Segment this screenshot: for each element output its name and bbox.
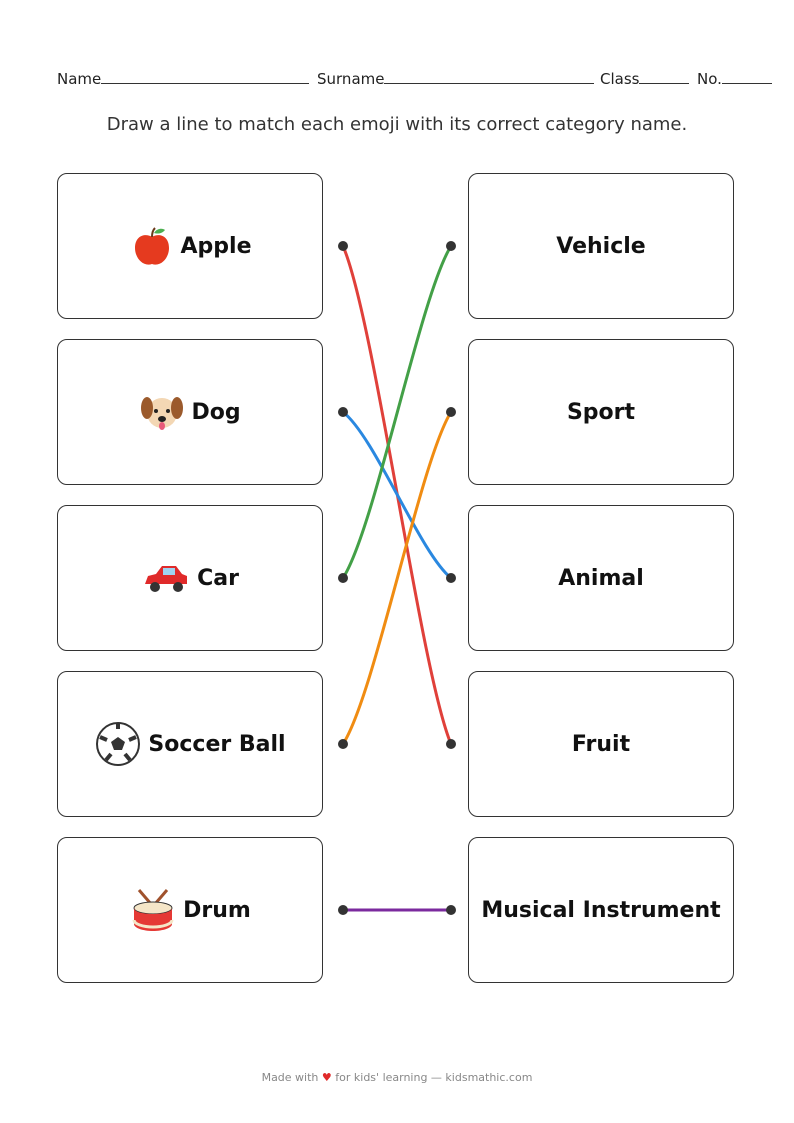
heart-icon: ♥ [321, 1071, 332, 1084]
right-card-label: Musical Instrument [481, 897, 721, 923]
left-card-label: Apple [180, 233, 252, 259]
right-connector-dot[interactable] [446, 739, 456, 749]
match-line [342, 410, 452, 580]
match-line [341, 245, 453, 579]
left-card-drum[interactable]: Drum [57, 837, 323, 983]
left-card-soccer-ball[interactable]: Soccer Ball [57, 671, 323, 817]
footer: Made with ♥ for kids' learning — kidsmat… [261, 1071, 533, 1084]
instructions: Draw a line to match each emoji with its… [106, 114, 688, 135]
number-label: No. [697, 70, 722, 88]
right-card-label: Fruit [571, 731, 631, 757]
left-card-label: Drum [183, 897, 251, 923]
dog-icon [139, 391, 191, 433]
name-field[interactable]: Name [57, 70, 310, 88]
left-connector-dot[interactable] [338, 573, 348, 583]
right-card-vehicle[interactable]: Vehicle [468, 173, 734, 319]
surname-field[interactable]: Surname [317, 70, 595, 88]
left-card-label: Soccer Ball [148, 731, 286, 757]
right-card-fruit[interactable]: Fruit [468, 671, 734, 817]
left-card-apple[interactable]: Apple [57, 173, 323, 319]
left-card-label: Car [197, 565, 239, 591]
left-connector-dot[interactable] [338, 241, 348, 251]
right-connector-dot[interactable] [446, 905, 456, 915]
class-field[interactable]: Class [600, 70, 690, 88]
left-connector-dot[interactable] [338, 905, 348, 915]
name-label: Name [57, 70, 102, 88]
left-connector-dot[interactable] [338, 407, 348, 417]
class-label: Class [600, 70, 640, 88]
left-card-car[interactable]: Car [57, 505, 323, 651]
left-card-label: Dog [191, 399, 241, 425]
match-line [341, 411, 453, 745]
surname-label: Surname [317, 70, 385, 88]
apple-icon [129, 223, 181, 269]
right-connector-dot[interactable] [446, 407, 456, 417]
right-card-musical-instrument[interactable]: Musical Instrument [468, 837, 734, 983]
right-card-label: Vehicle [556, 233, 646, 259]
number-field[interactable]: No. [697, 70, 772, 88]
right-card-sport[interactable]: Sport [468, 339, 734, 485]
right-connector-dot[interactable] [446, 573, 456, 583]
drum-icon [129, 886, 183, 934]
right-card-animal[interactable]: Animal [468, 505, 734, 651]
right-card-label: Animal [558, 565, 644, 591]
soccer-ball-icon [94, 720, 148, 768]
right-card-label: Sport [566, 399, 636, 425]
left-card-dog[interactable]: Dog [57, 339, 323, 485]
left-connector-dot[interactable] [338, 739, 348, 749]
right-connector-dot[interactable] [446, 241, 456, 251]
car-icon [141, 560, 197, 596]
